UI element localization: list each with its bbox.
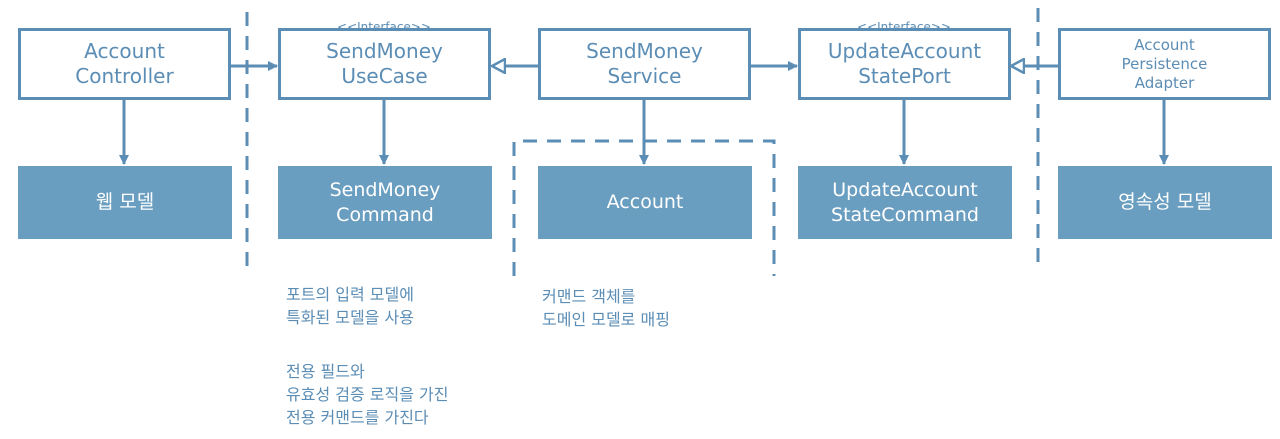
account-controller-box: Account Controller <box>18 28 231 100</box>
persistence-model-box: 영속성 모델 <box>1058 166 1272 239</box>
send-money-usecase-box: SendMoney UseCase <box>278 28 491 100</box>
account-persistence-adapter-box: Account Persistence Adapter <box>1058 28 1271 100</box>
send-money-service-box: SendMoney Service <box>538 28 751 100</box>
note-dedicated-command: 전용 필드와 유효성 검증 로직을 가진 전용 커맨드를 가진다 <box>286 362 449 427</box>
web-model-box: 웹 모델 <box>18 166 232 239</box>
note-command-mapping: 커맨드 객체를 도메인 모델로 매핑 <box>542 287 670 329</box>
send-money-command-box: SendMoney Command <box>278 166 492 239</box>
update-account-state-command-box: UpdateAccount StateCommand <box>798 166 1012 239</box>
update-account-state-port-box: UpdateAccount StatePort <box>798 28 1011 100</box>
account-model-box: Account <box>538 166 752 239</box>
note-port-input-model: 포트의 입력 모델에 특화된 모델을 사용 <box>286 285 414 327</box>
